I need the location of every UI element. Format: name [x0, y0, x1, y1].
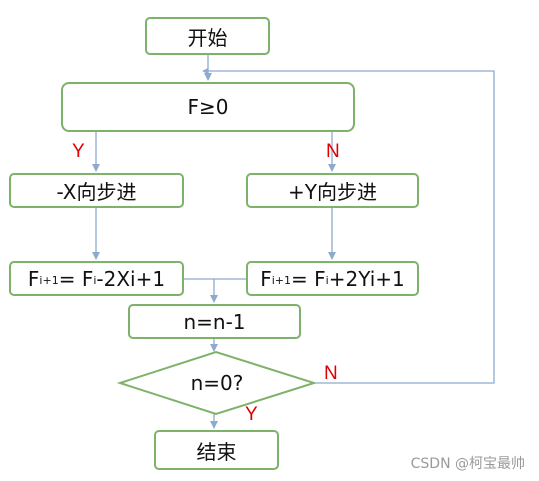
- decision-n-shape: [116, 350, 318, 416]
- watermark: CSDN @柯宝最帅: [410, 456, 525, 472]
- label-f-no: N: [326, 141, 340, 162]
- update-y-eq: = F: [291, 266, 326, 291]
- step-y-node: +Y向步进: [246, 173, 419, 208]
- decision-f-node: F≥0: [61, 82, 355, 132]
- update-x-eq: = F: [58, 266, 94, 291]
- end-node: 结束: [154, 430, 279, 470]
- loop-arrowhead: [202, 68, 208, 74]
- step-x-node: -X向步进: [9, 173, 184, 208]
- update-y-lhs: F: [260, 266, 272, 291]
- update-x-lhs-sub: i+1: [39, 274, 59, 287]
- update-x-rhs-sub: i: [93, 274, 97, 287]
- decrement-node: n=n-1: [128, 304, 301, 339]
- update-x-tail: -2Xi+1: [96, 266, 166, 291]
- edge-loop-back: [208, 70, 495, 384]
- label-n-yes: Y: [245, 404, 258, 425]
- label-n-no: N: [324, 363, 338, 384]
- update-y-rhs-sub: i: [325, 274, 329, 287]
- label-f-yes: Y: [72, 141, 85, 162]
- decision-n-label: n=0?: [190, 371, 244, 395]
- update-y-tail: +2Yi+1: [328, 266, 405, 291]
- update-y-lhs-sub: i+1: [271, 274, 292, 287]
- update-x-lhs: F: [27, 266, 40, 291]
- start-node: 开始: [145, 17, 270, 55]
